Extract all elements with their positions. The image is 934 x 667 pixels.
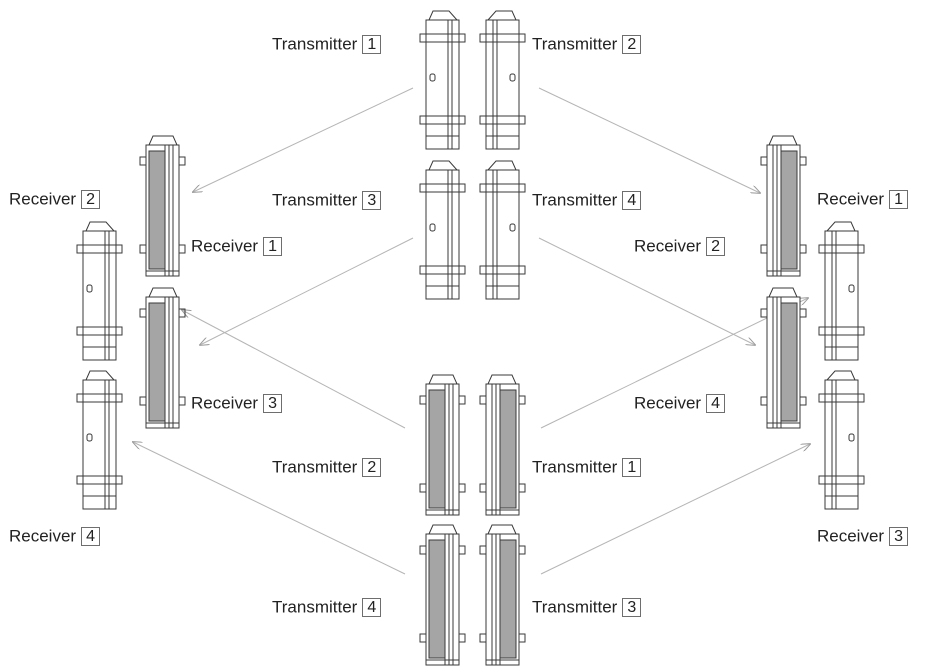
beam-top-tx1-to-left-rx1 <box>193 87 414 192</box>
label-number-box: 2 <box>362 458 382 478</box>
label-number-box: 2 <box>81 190 101 210</box>
bottom-transmitter-1-unit <box>479 374 526 516</box>
label-text: Receiver <box>634 236 702 256</box>
top-transmitter-1-unit <box>419 10 466 150</box>
label-text: Receiver <box>9 189 77 209</box>
label-number-box: 3 <box>263 394 283 414</box>
label-number-box: 3 <box>362 191 382 211</box>
bottom-transmitter-4-unit <box>419 524 466 666</box>
label-number-box: 1 <box>263 237 283 257</box>
label-number-box: 4 <box>81 527 101 547</box>
label-number-box: 3 <box>622 598 642 618</box>
beam-top-tx4-to-right-rx4 <box>538 237 755 345</box>
left-receiver-3-unit <box>139 287 186 429</box>
label-number-box: 2 <box>706 237 726 257</box>
right-receiver-2-unit <box>760 135 807 277</box>
label-number-box: 1 <box>362 35 382 55</box>
label-number-box: 4 <box>706 394 726 414</box>
beam-bot-tx2-to-left-rx2 <box>182 310 406 429</box>
label-text: Receiver <box>817 189 885 209</box>
label-number-box: 4 <box>362 598 382 618</box>
label-text: Transmitter <box>272 457 358 477</box>
beam-bot-tx4-to-left-rx4 <box>133 442 406 575</box>
bottom-transmitter-3-unit <box>479 524 526 666</box>
beam-bot-tx1-to-right-rx2 <box>540 298 808 429</box>
label-number-box: 1 <box>889 190 909 210</box>
left-receiver-4-unit <box>76 370 123 510</box>
label-number-box: 3 <box>889 527 909 547</box>
beam-top-tx3-to-left-rx3 <box>200 237 414 345</box>
label-text: Transmitter <box>532 597 618 617</box>
label-text: Receiver <box>191 236 259 256</box>
label-number-box: 1 <box>622 458 642 478</box>
label-text: Transmitter <box>532 457 618 477</box>
label-number-box: 2 <box>622 35 642 55</box>
label-text: Transmitter <box>272 34 358 54</box>
label-text: Receiver <box>817 526 885 546</box>
label-number-box: 4 <box>622 191 642 211</box>
label-text: Receiver <box>191 393 259 413</box>
right-receiver-4-unit <box>760 287 807 429</box>
right-receiver-1-unit <box>818 221 865 361</box>
beam-top-tx2-to-right-rx1 <box>538 87 760 193</box>
bottom-transmitter-2-unit <box>419 374 466 516</box>
top-transmitter-3-unit <box>419 160 466 300</box>
label-text: Receiver <box>634 393 702 413</box>
top-transmitter-2-unit <box>479 10 526 150</box>
left-receiver-2-unit <box>76 221 123 361</box>
label-text: Receiver <box>9 526 77 546</box>
label-text: Transmitter <box>532 34 618 54</box>
top-transmitter-4-unit <box>479 160 526 300</box>
label-text: Transmitter <box>532 190 618 210</box>
left-receiver-1-unit <box>139 135 186 277</box>
label-text: Transmitter <box>272 190 358 210</box>
beam-bot-tx3-to-right-rx3 <box>540 444 810 575</box>
right-receiver-3-unit <box>818 370 865 510</box>
label-text: Transmitter <box>272 597 358 617</box>
